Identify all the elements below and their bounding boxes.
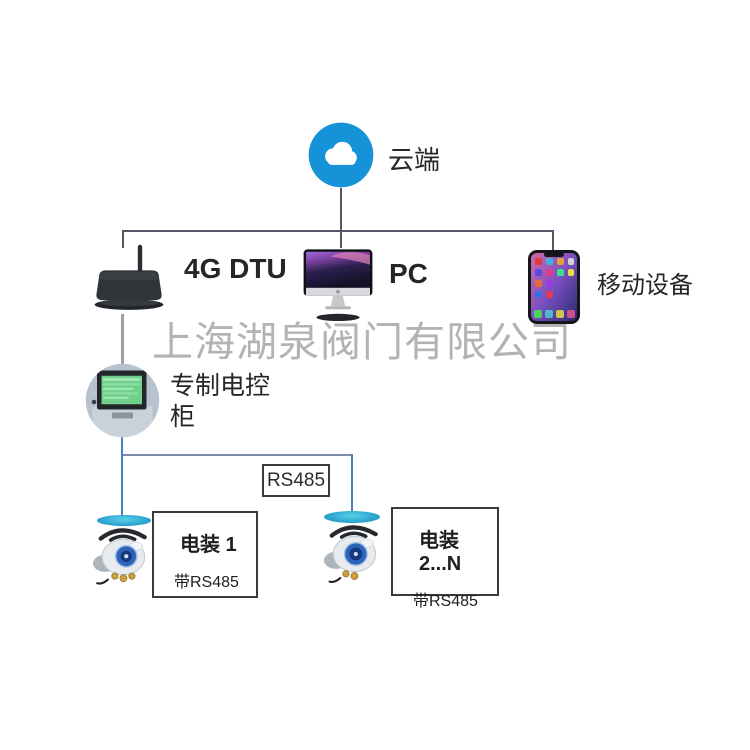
electric-actuator-photo-2: [316, 520, 390, 588]
line-drop-dtu: [122, 230, 124, 248]
rs485-label-box: RS485: [262, 464, 330, 497]
mobile-label: 移动设备: [597, 272, 693, 299]
actuator1-top-disc: [97, 515, 151, 526]
actuator1-label-box: 电装 1 带RS485: [152, 511, 258, 598]
cloud-icon: [308, 122, 374, 188]
pc-label: PC: [389, 258, 428, 289]
router-icon: [85, 243, 173, 317]
line-top-horizontal: [122, 230, 554, 232]
cloud-label: 云端: [388, 145, 441, 175]
line-bus-drop-1: [121, 454, 123, 516]
line-drop-pc: [340, 230, 342, 248]
dtu-label: 4G DTU: [184, 253, 287, 284]
actuator1-title: 电装 1: [180, 534, 237, 556]
line-bus-drop-2: [351, 454, 353, 512]
actuator2-top-disc: [324, 511, 380, 523]
control-cabinet-photo: [85, 363, 160, 438]
line-drop-mobile: [552, 230, 554, 251]
line-cloud-stem: [340, 188, 342, 231]
imac-icon: [298, 247, 378, 323]
cabinet-label: 专制电控柜: [170, 372, 271, 431]
actuator2-subtitle: 带RS485: [413, 593, 478, 610]
actuator1-subtitle: 带RS485: [174, 574, 239, 591]
electric-actuator-photo-1: [86, 523, 158, 591]
actuator2-title: 电装 2...N: [419, 530, 462, 575]
line-cabinet-to-bus: [121, 436, 123, 456]
smartphone-icon: [527, 249, 581, 325]
line-bus-horizontal: [121, 454, 353, 456]
actuator2-label-box: 电装 2...N 带RS485: [391, 507, 499, 610]
line-dtu-to-cabinet: [121, 314, 124, 366]
rs485-label: RS485: [266, 469, 326, 491]
